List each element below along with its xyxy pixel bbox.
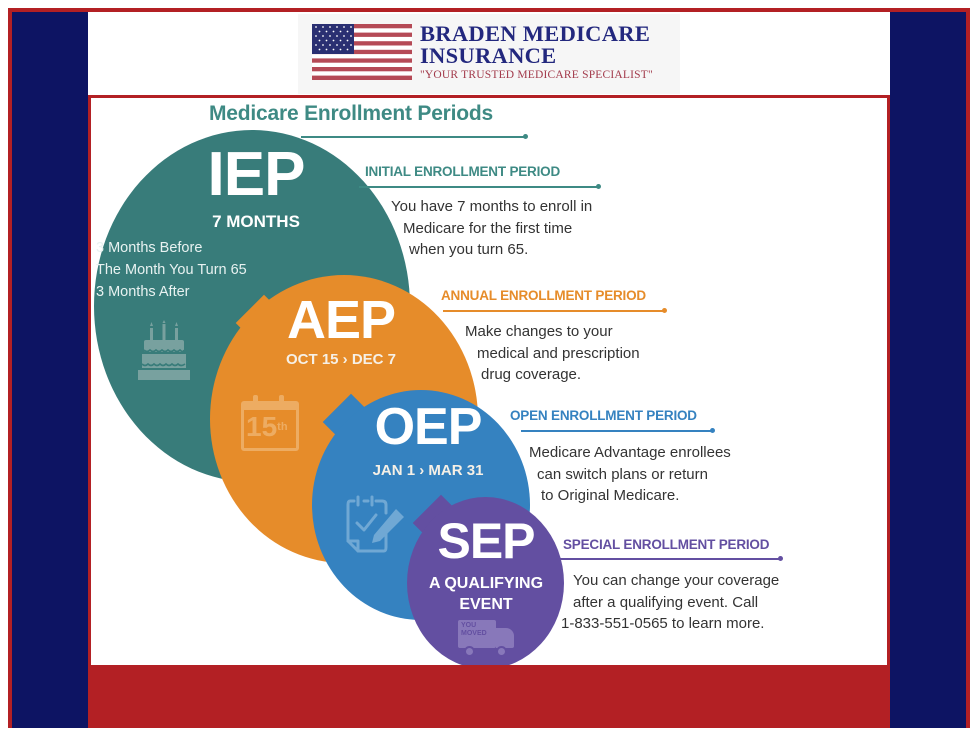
description-line: can switch plans or return bbox=[537, 465, 708, 483]
oep-heading: OPEN ENROLLMENT PERIOD bbox=[510, 408, 697, 423]
oep-dates: JAN 1 › MAR 31 bbox=[372, 462, 484, 479]
braden-logo[interactable]: BRADEN MEDICARE INSURANCE "YOUR TRUSTED … bbox=[298, 14, 680, 94]
description-line: drug coverage. bbox=[481, 366, 582, 383]
sep-qualifier-line2: EVENT bbox=[459, 596, 513, 613]
logo-title-line2: INSURANCE bbox=[420, 43, 557, 68]
logo-tagline: "YOUR TRUSTED MEDICARE SPECIALIST" bbox=[420, 69, 653, 81]
aep-heading-rule bbox=[443, 308, 667, 313]
description-line: to Original Medicare. bbox=[541, 487, 680, 504]
sep-heading: SPECIAL ENROLLMENT PERIOD bbox=[563, 537, 770, 552]
iep-details: 3 Months Before The Month You Turn 65 3 … bbox=[96, 237, 247, 303]
aep-dates: OCT 15 › DEC 7 bbox=[285, 351, 397, 368]
iep-heading: INITIAL ENROLLMENT PERIOD bbox=[365, 164, 561, 179]
logo-title: BRADEN MEDICARE INSURANCE bbox=[420, 21, 651, 68]
description-line: when you turn 65. bbox=[409, 241, 529, 258]
description-line: You can change your coverage bbox=[573, 572, 780, 589]
iep-label: IEP bbox=[207, 140, 306, 209]
description-line: medical and prescription bbox=[477, 344, 640, 362]
calendar-15th-icon: 15th bbox=[241, 395, 301, 453]
left-navy-column bbox=[12, 12, 88, 728]
iep-detail-line: 3 Months After bbox=[96, 284, 190, 300]
description-line: Make changes to your bbox=[465, 323, 613, 340]
enrollment-periods-infographic: Medicare Enrollment Periods IEP 7 MONTHS… bbox=[88, 95, 890, 665]
description-line: You have 7 months to enroll in bbox=[391, 198, 593, 215]
description-line: Medicare for the first time bbox=[403, 219, 573, 237]
description-line: Medicare Advantage enrollees bbox=[529, 444, 731, 461]
iep-detail-line: The Month You Turn 65 bbox=[96, 262, 247, 278]
sep-circle bbox=[407, 497, 564, 665]
birthday-cake-icon bbox=[138, 320, 190, 380]
calendar-day-suffix: th bbox=[277, 421, 288, 433]
us-flag-icon bbox=[312, 24, 412, 80]
iep-detail-line: 3 Months Before bbox=[96, 240, 203, 256]
sep-qualifier-line1: A QUALIFYING bbox=[428, 575, 544, 592]
calendar-day: 15 bbox=[246, 411, 278, 442]
truck-text-moved: MOVED bbox=[461, 630, 487, 637]
aep-heading: ANNUAL ENROLLMENT PERIOD bbox=[441, 288, 646, 303]
description-line: 1-833-551-0565 to learn more. bbox=[561, 615, 765, 632]
title-underline bbox=[301, 134, 528, 139]
truck-text-you: YOU bbox=[461, 622, 477, 629]
sep-qualifier: A QUALIFYING EVENT bbox=[416, 573, 556, 615]
iep-duration: 7 MONTHS bbox=[212, 212, 300, 231]
checklist-pencil-icon bbox=[346, 495, 404, 553]
right-navy-column bbox=[890, 12, 966, 728]
oep-heading-rule bbox=[521, 428, 715, 433]
bottom-red-band bbox=[88, 662, 890, 728]
description-line: after a qualifying event. Call bbox=[573, 593, 759, 611]
oep-label: OEP bbox=[374, 398, 483, 456]
oep-description: Medicare Advantage enrollees can switch … bbox=[529, 442, 731, 507]
sep-label: SEP bbox=[437, 513, 535, 569]
moving-truck-icon: YOU MOVED bbox=[458, 620, 518, 660]
infographic-title: Medicare Enrollment Periods bbox=[209, 102, 494, 125]
logo-title-line1: BRADEN MEDICARE bbox=[420, 21, 651, 46]
sep-description: You can change your coverage after a qua… bbox=[561, 570, 779, 635]
aep-description: Make changes to your medical and prescri… bbox=[465, 321, 640, 386]
iep-heading-rule bbox=[359, 184, 601, 189]
sep-heading-rule bbox=[553, 556, 783, 561]
aep-label: AEP bbox=[286, 290, 396, 350]
iep-description: You have 7 months to enroll in Medicare … bbox=[391, 196, 592, 261]
